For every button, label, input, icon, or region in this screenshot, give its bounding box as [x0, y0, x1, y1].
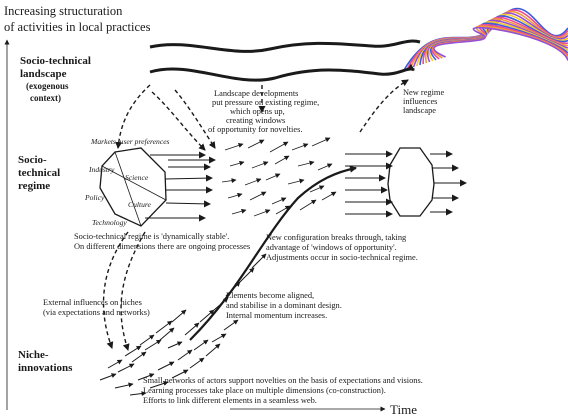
niche-arrow — [251, 253, 267, 269]
niche-arrow — [129, 391, 147, 397]
niche-arrow — [199, 309, 215, 323]
niche-arrows — [99, 253, 267, 397]
regime-hexagon-right — [387, 147, 435, 217]
niche-arrow — [177, 349, 193, 361]
niche-arrow — [239, 267, 255, 283]
annotation-dynamically-stable: Socio-technical regime is 'dynamically s… — [74, 232, 250, 251]
niche-arrow — [149, 381, 169, 389]
regime-arrows-right — [345, 150, 467, 218]
scatter-arrow — [321, 191, 337, 201]
annotation-new-regime: New regime influences landscape — [403, 88, 446, 115]
niche-arrow — [139, 334, 155, 346]
scatter-arrow — [221, 178, 237, 184]
niche-arrow — [155, 320, 173, 334]
niche-arrow — [171, 309, 187, 323]
y-axis-title: Increasing structuration of activities i… — [4, 4, 151, 34]
dim-industry-label: Industry — [88, 165, 115, 174]
dim-technology-label: Technology — [92, 218, 127, 227]
scatter-arrow — [249, 191, 267, 201]
niche-arrow — [157, 361, 175, 371]
annotation-external-influences: External influences on niches (via expec… — [43, 298, 150, 317]
niche-arrow — [167, 341, 183, 349]
x-axis-title: Time — [390, 402, 417, 417]
new-regime-influence-arrow — [359, 79, 409, 133]
scatter-arrow — [244, 178, 262, 186]
ribbon-logo — [403, 7, 568, 71]
scatter-arrow — [231, 208, 247, 215]
scatter-arrow — [227, 192, 243, 199]
scatter-arrow — [274, 155, 290, 165]
scatter-arrow — [224, 143, 244, 151]
scatter-arrows — [221, 137, 337, 217]
niche-arrow — [114, 382, 134, 389]
dim-policy-label: Policy — [84, 193, 105, 202]
annotation-small-networks: Small networks of actors support novelti… — [143, 376, 425, 405]
scatter-arrow — [229, 160, 245, 167]
scatter-arrow — [265, 173, 281, 181]
regime-hexagon-left — [99, 147, 167, 227]
niche-arrow — [131, 351, 147, 363]
dim-science-label: Science — [125, 173, 149, 182]
annotation-landscape-developments: Landscape developments put pressure on e… — [208, 89, 321, 134]
level-landscape-label: Socio-technical landscape (exogenous con… — [20, 55, 94, 103]
level-regime-label: Socio- technical regime — [18, 154, 63, 192]
dim-markets-label: Markets, user preferences — [90, 137, 170, 146]
dim-culture-label: Culture — [128, 200, 152, 209]
annotation-breakthrough: New configuration breaks through, taking… — [266, 233, 418, 262]
scatter-arrow — [251, 161, 269, 169]
scatter-arrow — [287, 178, 305, 185]
scatter-arrow — [253, 209, 271, 217]
niche-arrow — [171, 369, 189, 379]
niche-arrow — [189, 357, 205, 369]
scatter-arrow — [311, 137, 331, 147]
scatter-arrow — [317, 163, 333, 171]
ribbon-strand — [433, 26, 568, 61]
niche-arrow — [124, 345, 142, 357]
landscape-wave-1 — [149, 39, 421, 53]
annotation-aligned: Elements become aligned, and stabilise i… — [226, 291, 344, 320]
landscape-pressure-arrows — [102, 84, 266, 351]
niche-arrow — [159, 327, 175, 341]
niche-arrow — [184, 322, 200, 336]
niche-arrow — [107, 359, 123, 369]
niche-arrow — [225, 281, 241, 297]
scatter-arrow — [275, 205, 291, 215]
level-niche-label: Niche- innovations — [18, 349, 73, 374]
scatter-arrow — [291, 143, 309, 151]
scatter-arrow — [299, 199, 317, 211]
niche-arrow — [193, 339, 209, 351]
hex-inner-line — [114, 151, 142, 227]
niche-arrow — [211, 333, 227, 343]
scatter-arrow — [247, 139, 265, 149]
scatter-arrow — [309, 185, 325, 193]
hex-inner-line — [101, 165, 167, 201]
niche-arrow — [99, 373, 117, 381]
niche-arrow — [117, 363, 135, 373]
niche-arrow — [213, 297, 229, 311]
regime-dimensions: Markets, user preferences Industry Scien… — [84, 137, 170, 227]
landscape-wave-2 — [149, 63, 415, 82]
regime-arrows-left — [145, 151, 216, 222]
niche-arrow — [137, 373, 155, 381]
scatter-arrow — [271, 197, 287, 205]
niche-arrow — [223, 319, 239, 331]
scatter-arrow — [297, 160, 315, 167]
niche-arrow — [144, 339, 162, 351]
niche-arrow — [205, 343, 221, 357]
scatter-arrow — [269, 141, 289, 153]
